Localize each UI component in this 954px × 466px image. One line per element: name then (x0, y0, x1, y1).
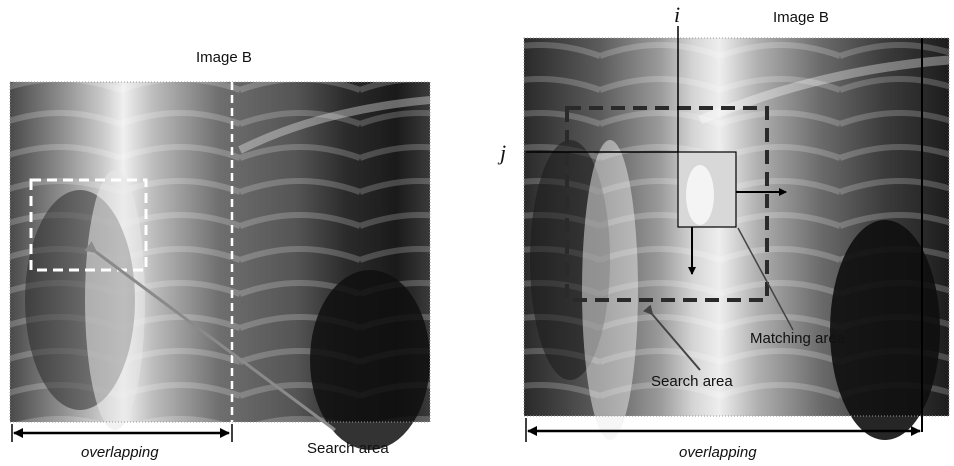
right-overlapping-label: overlapping (679, 444, 757, 461)
matching-area-content (686, 165, 714, 225)
col-index-label: i (674, 2, 680, 28)
right-xray-image (524, 38, 949, 440)
left-search-area-label: Search area (307, 440, 389, 457)
matching-area-label: Matching area (750, 330, 845, 347)
left-image-title: Image B (196, 49, 252, 66)
left-xray-image (10, 82, 430, 450)
left-overlapping-label: overlapping (81, 444, 159, 461)
row-index-label: j (500, 140, 506, 166)
right-image-title: Image B (773, 9, 829, 26)
right-search-area-label: Search area (651, 373, 733, 390)
